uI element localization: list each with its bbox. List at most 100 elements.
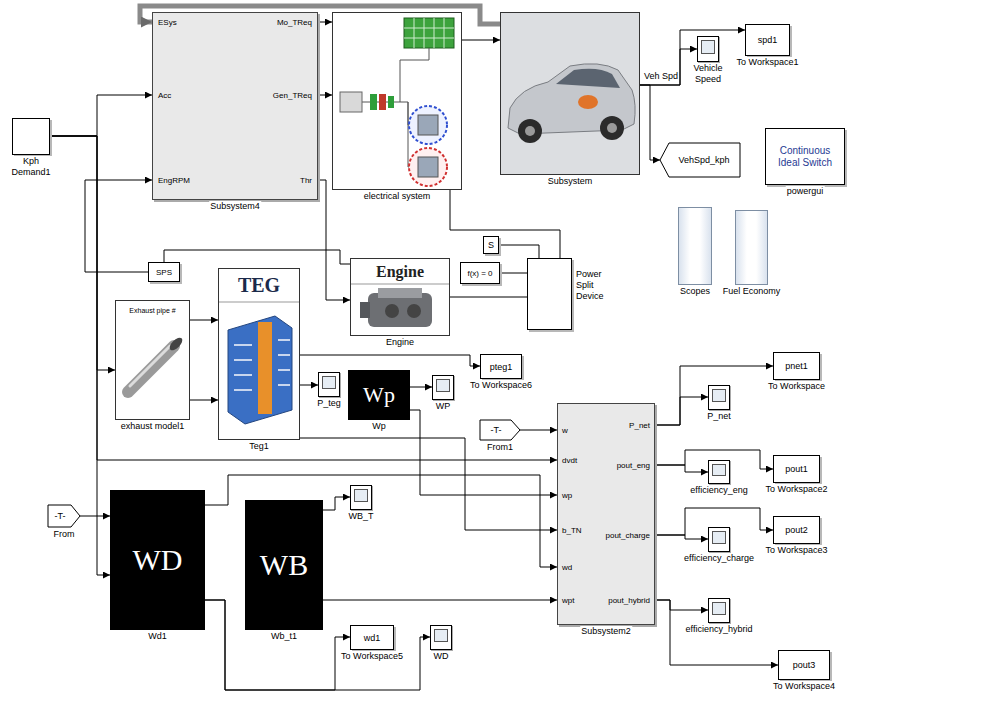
exhaust-pipe-picture — [128, 346, 174, 392]
block-label: efficiency_eng — [689, 485, 748, 496]
block-text: f(x) = 0 — [467, 268, 492, 279]
car-wheel — [518, 119, 542, 143]
electrical-wire — [362, 48, 429, 167]
from-tag: -T-From — [48, 505, 80, 527]
signal-line — [655, 465, 708, 472]
engine-picture — [378, 288, 422, 298]
sensor-block: S — [483, 236, 499, 254]
converter-block: SPS — [148, 262, 180, 282]
block-text: Wp — [363, 382, 395, 408]
block-label: Wp — [371, 421, 387, 432]
scope-block: WD — [430, 625, 452, 650]
block-text: Engine — [376, 262, 424, 282]
block-label: Teg1 — [248, 441, 270, 452]
signal-line — [655, 600, 708, 610]
signal-line — [500, 273, 527, 274]
block-label: efficiency_hybrid — [685, 624, 754, 635]
header-divider — [351, 284, 449, 285]
engine-block: EngineEngine — [350, 258, 450, 336]
port-label: Mo_TReq — [277, 18, 312, 28]
block-label: Wb_t1 — [270, 631, 298, 642]
engine-picture — [407, 304, 421, 318]
block-label: exhaust model1 — [120, 421, 186, 432]
block-label: Subsystem2 — [580, 626, 632, 637]
block-label: powergui — [786, 186, 825, 197]
block-text: WB — [260, 548, 308, 582]
to-workspace-block: pnet1To Workspace — [773, 352, 820, 380]
block-text: Exhaust pipe # — [129, 307, 175, 315]
signal-line — [190, 320, 218, 321]
to-workspace-block: pout2To Workspace3 — [773, 516, 820, 544]
block-text: WD — [133, 543, 183, 577]
signal-line — [50, 136, 557, 460]
motor-symbol — [418, 115, 438, 135]
port-label: wp — [562, 491, 572, 501]
block-label: Wd1 — [147, 631, 168, 642]
powergui-block: Continuous Ideal Switchpowergui — [765, 128, 845, 185]
block-label: To Workspace1 — [736, 57, 800, 68]
block-label: WB_T — [347, 511, 374, 522]
port-label: Thr — [300, 176, 312, 186]
signal-line — [300, 385, 318, 386]
to-workspace-block: pout1To Workspace2 — [773, 455, 820, 483]
block-label: To Workspace5 — [340, 651, 404, 662]
signal-line — [655, 397, 708, 425]
block-label: efficiency_charge — [683, 553, 755, 564]
block-label: Kph Demand1 — [8, 156, 54, 178]
signal-label: Veh Spd — [643, 71, 679, 82]
port-label: Gen_TReq — [273, 91, 312, 101]
car-wheel — [600, 116, 624, 140]
block-text: SPS — [156, 267, 172, 278]
scope-block: WP — [432, 375, 454, 400]
block-label: electrical system — [363, 191, 432, 202]
signal-line — [318, 180, 350, 300]
subsystem-block: ESysAccEngRPMMo_TReqGen_TReqThrSubsystem… — [152, 12, 318, 200]
teg-fins — [234, 340, 290, 390]
signal-line — [50, 95, 152, 136]
signal-line — [323, 600, 557, 601]
block-text: pnet1 — [785, 361, 808, 372]
block-label: Vehicle Speed — [685, 63, 731, 85]
block-label: To Workspace — [767, 381, 826, 392]
block-text: pout2 — [785, 525, 808, 536]
from-outline — [480, 420, 520, 440]
port-label: dvdt — [562, 456, 577, 466]
from-outline — [48, 505, 80, 527]
scope-block: efficiency_hybrid — [708, 598, 730, 623]
teg-module-picture — [228, 316, 292, 424]
port-label: pout_hybrid — [608, 596, 650, 606]
converter-symbol — [379, 94, 386, 110]
block-label: WP — [435, 401, 452, 412]
port-label: P_net — [629, 421, 650, 431]
solver-configuration-block: f(x) = 0 — [460, 262, 500, 284]
generator-symbol — [418, 157, 438, 177]
port-label: pout_charge — [606, 531, 650, 541]
to-workspace-block: wd1To Workspace5 — [350, 625, 394, 650]
converter-symbol — [370, 94, 377, 110]
block-label: Subsystem — [547, 176, 594, 187]
to-workspace-block: spd1To Workspace1 — [745, 24, 790, 56]
block-text: TEG — [238, 273, 280, 297]
engine-picture — [385, 304, 399, 318]
signal-line — [80, 516, 110, 517]
block-label: Subsystem4 — [209, 201, 261, 212]
signal-line — [462, 40, 500, 41]
signal-line — [410, 410, 557, 495]
battery-grid — [404, 18, 454, 48]
block-label: To Workspace3 — [765, 545, 829, 556]
masked-subsystem-block: WBWb_t1 — [245, 500, 323, 630]
block-text: S — [488, 240, 494, 251]
signal-line — [655, 366, 773, 425]
signal-line — [450, 190, 560, 258]
block-text: -T- — [491, 425, 502, 436]
signal-line — [300, 438, 557, 530]
block-text: Continuous Ideal Switch — [770, 145, 840, 169]
port-label: pout_eng — [617, 461, 650, 471]
signal-line — [520, 430, 557, 431]
engine-picture — [360, 302, 370, 318]
signal-line — [318, 22, 332, 23]
port-label: wd — [562, 563, 572, 573]
port-label: EngRPM — [158, 176, 190, 186]
signal-builder-block: Kph Demand1 — [12, 118, 50, 155]
scope-block: WB_T — [350, 485, 372, 510]
